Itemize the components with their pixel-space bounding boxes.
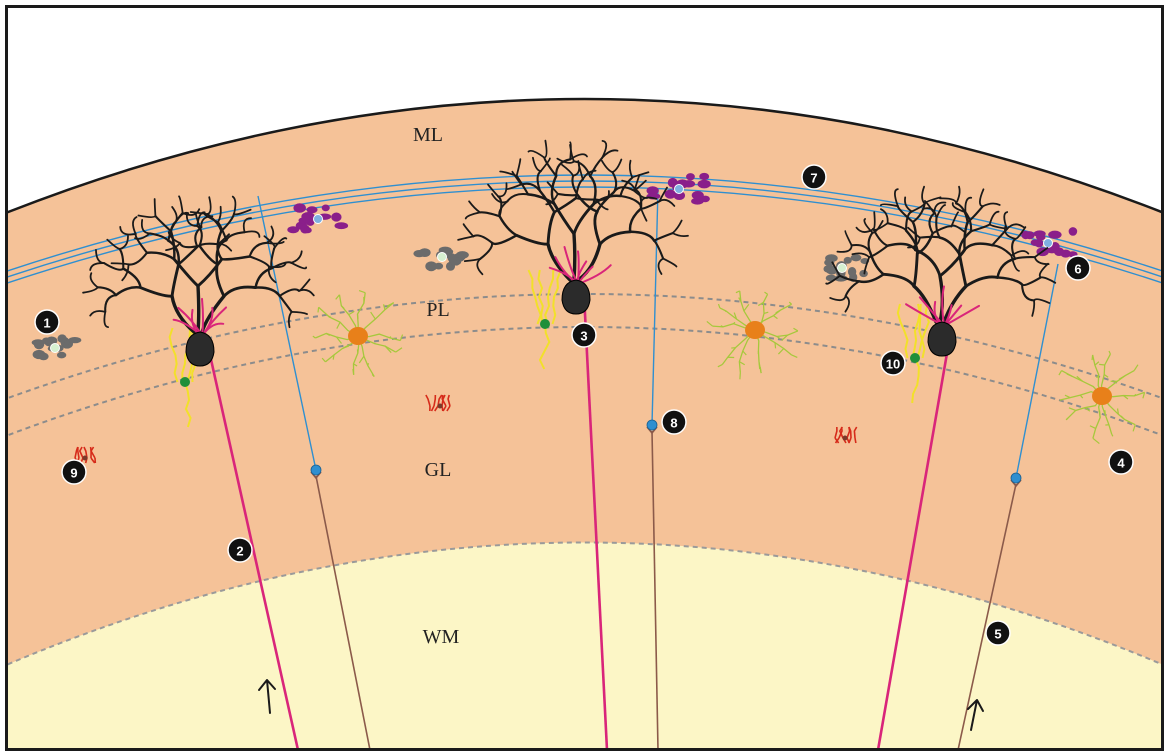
marker-label-8: 8 — [670, 416, 677, 431]
bergmann-glia-center-soma — [540, 319, 550, 329]
granule-cluster-left-nucleus — [438, 253, 447, 262]
marker-label-2: 2 — [236, 544, 243, 559]
layer-label-wm: WM — [423, 626, 460, 648]
marker-3: 3 — [572, 323, 596, 347]
layer-label-pl: PL — [426, 299, 449, 321]
granule-cell-center-granule-soma — [647, 420, 657, 430]
marker-1: 1 — [35, 310, 59, 334]
marker-5: 5 — [986, 621, 1010, 645]
granule-cell-right-granule-soma — [1011, 473, 1021, 483]
marker-label-9: 9 — [70, 466, 77, 481]
bergmann-glia-left-soma — [180, 377, 190, 387]
layer-label-ml: ML — [413, 124, 443, 146]
golgi-cell-right-soma — [1092, 387, 1112, 405]
marker-9: 9 — [62, 460, 86, 484]
marker-10: 10 — [881, 351, 905, 375]
purkinje-cell-left-soma — [186, 332, 214, 366]
purkinje-cell-center-soma — [562, 280, 590, 314]
granule-cluster-right-nucleus — [838, 264, 847, 273]
bergmann-glia-right-soma — [910, 353, 920, 363]
marker-2: 2 — [228, 538, 252, 562]
golgi-cell-left-soma — [348, 327, 368, 345]
stellate-cell-center-nucleus — [675, 185, 684, 194]
marker-6: 6 — [1066, 256, 1090, 280]
marker-label-10: 10 — [886, 357, 900, 372]
stellate-cell-left-nucleus — [314, 215, 323, 224]
marker-label-1: 1 — [43, 316, 50, 331]
marker-4: 4 — [1109, 450, 1133, 474]
marker-8: 8 — [662, 410, 686, 434]
granule-cell-left-granule-soma — [311, 465, 321, 475]
marker-label-5: 5 — [994, 627, 1001, 642]
marker-label-7: 7 — [810, 171, 817, 186]
layer-label-gl: GL — [425, 459, 452, 481]
purkinje-cell-right-soma — [928, 322, 956, 356]
marker-label-3: 3 — [580, 329, 587, 344]
marker-7: 7 — [802, 165, 826, 189]
golgi-cell-center-soma — [745, 321, 765, 339]
marker-label-6: 6 — [1074, 262, 1081, 277]
granule-cluster-far-left-nucleus — [51, 344, 60, 353]
stellate-cell-right-nucleus — [1044, 239, 1053, 248]
marker-label-4: 4 — [1117, 456, 1125, 471]
